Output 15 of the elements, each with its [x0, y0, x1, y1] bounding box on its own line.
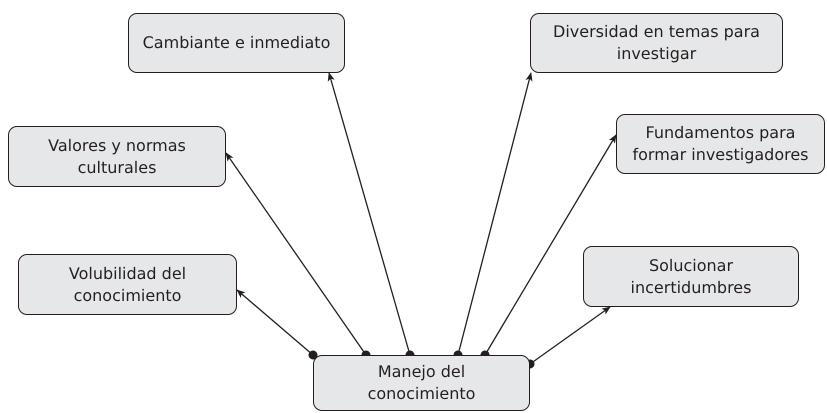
- box-label: Solucionar incertidumbres: [630, 254, 752, 298]
- box-label: Cambiante e inmediato: [142, 32, 330, 54]
- concept-box: [530, 13, 783, 73]
- box-label: Manejo del conocimiento: [366, 361, 476, 405]
- concept-box: [8, 126, 226, 187]
- concept-box: [18, 254, 237, 315]
- concept-box: [616, 114, 825, 174]
- concept-box: [128, 13, 345, 73]
- box-label: Diversidad en temas para investigar: [552, 21, 761, 65]
- box-label: Valores y normas culturales: [47, 134, 187, 178]
- concept-box: [583, 246, 799, 307]
- concept-box: [313, 355, 530, 411]
- arrow: [236, 289, 318, 360]
- box-label: Volubilidad del conocimiento: [68, 262, 188, 306]
- box-label: Fundamentos para formar investigadores: [631, 122, 810, 166]
